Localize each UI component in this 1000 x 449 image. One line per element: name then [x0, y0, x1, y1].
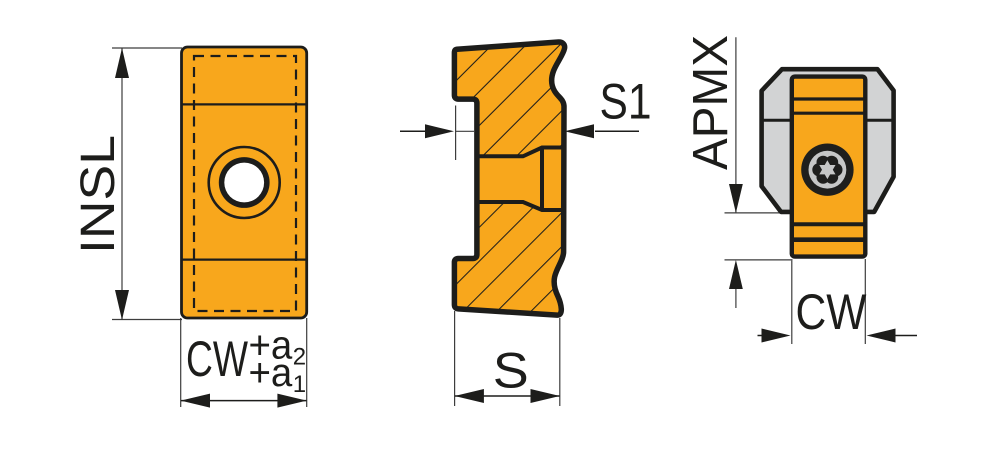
svg-text:APMX: APMX: [684, 35, 738, 170]
svg-text:S1: S1: [600, 74, 652, 130]
svg-text:INSL: INSL: [72, 135, 125, 254]
svg-text:CW: CW: [796, 284, 868, 340]
svg-text:+a: +a: [249, 324, 294, 368]
svg-text:2: 2: [293, 344, 306, 371]
svg-text:CW: CW: [186, 331, 249, 387]
svg-text:S: S: [493, 343, 529, 399]
svg-text:1: 1: [293, 371, 306, 398]
svg-text:+a: +a: [249, 351, 294, 395]
